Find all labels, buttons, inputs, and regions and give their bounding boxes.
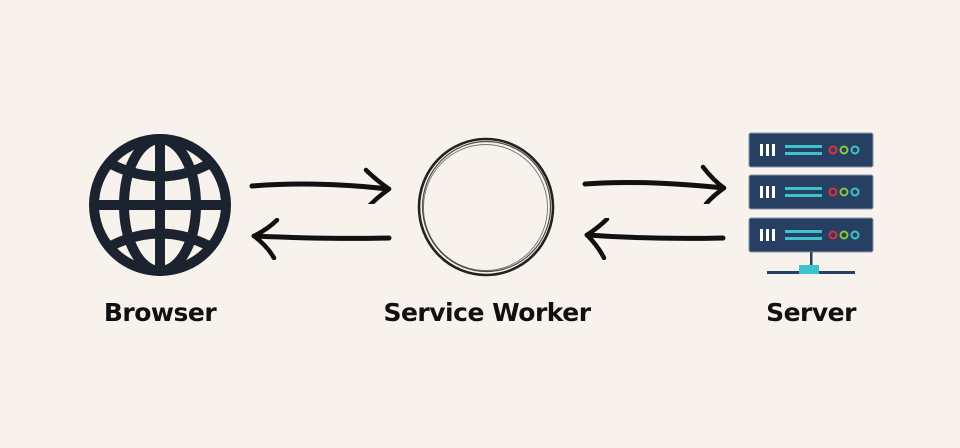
server-label: Server <box>766 298 856 327</box>
arrow-server-to-sw <box>580 218 728 260</box>
arrow-sw-to-server <box>580 164 728 204</box>
browser-node <box>87 132 233 278</box>
arrow-browser-to-sw <box>248 164 393 204</box>
arrow-left-icon <box>584 218 726 260</box>
arrow-left-icon <box>251 218 392 260</box>
arrow-sw-to-browser <box>248 218 393 260</box>
circle-icon <box>417 137 555 277</box>
arrow-right-icon <box>249 167 392 204</box>
server-node <box>748 132 874 278</box>
globe-icon <box>89 134 231 276</box>
browser-label: Browser <box>103 298 217 327</box>
service-worker-node <box>413 134 559 280</box>
service-worker-label: Service Worker <box>383 298 591 327</box>
arrow-right-icon <box>582 164 727 204</box>
server-rack-icon <box>748 132 874 274</box>
